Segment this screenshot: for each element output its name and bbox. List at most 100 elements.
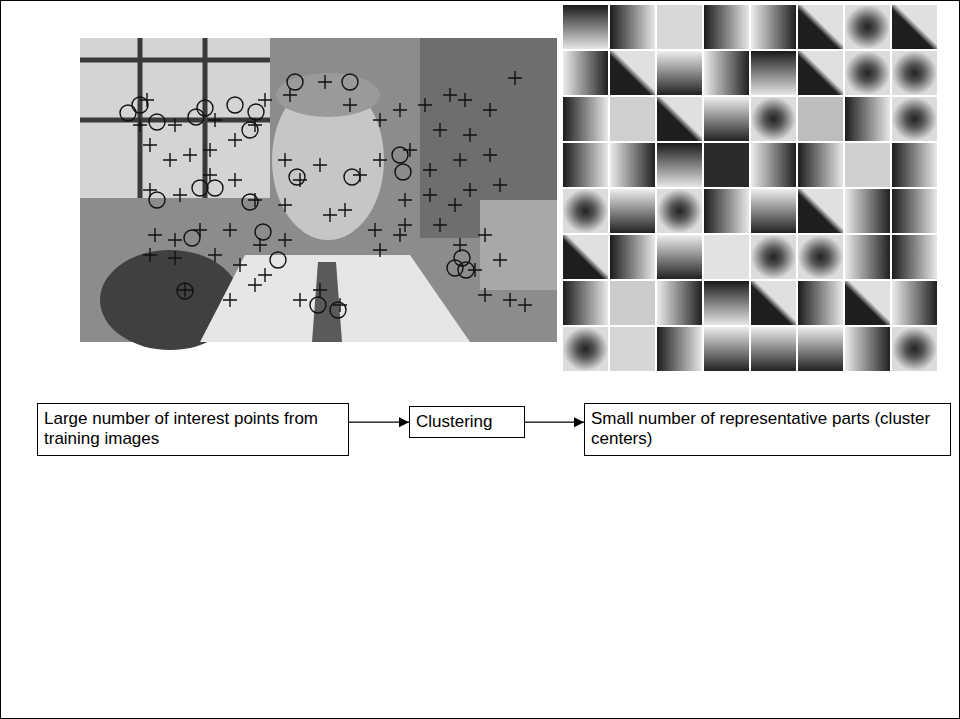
image-patch bbox=[892, 143, 937, 187]
process-box: Large number of interest points from tra… bbox=[37, 403, 349, 456]
image-patch bbox=[845, 235, 890, 279]
interest-point-circle bbox=[149, 192, 165, 208]
image-patch bbox=[751, 327, 796, 371]
image-patch bbox=[563, 235, 608, 279]
interest-point-circle bbox=[344, 169, 360, 185]
interest-point-circle bbox=[188, 109, 204, 125]
image-patch bbox=[657, 5, 702, 49]
image-patch bbox=[704, 327, 749, 371]
interest-point-circle bbox=[184, 230, 200, 246]
image-patch bbox=[610, 143, 655, 187]
image-patch bbox=[610, 51, 655, 95]
image-patch bbox=[798, 327, 843, 371]
image-patch bbox=[751, 235, 796, 279]
image-patch bbox=[563, 97, 608, 141]
image-patch bbox=[845, 281, 890, 325]
image-patch bbox=[610, 281, 655, 325]
monitor bbox=[480, 200, 557, 290]
image-patch bbox=[704, 189, 749, 233]
image-patch bbox=[563, 51, 608, 95]
interest-point-circle bbox=[395, 164, 411, 180]
image-patch bbox=[751, 143, 796, 187]
image-patch bbox=[798, 281, 843, 325]
image-patch bbox=[563, 5, 608, 49]
image-patch bbox=[845, 327, 890, 371]
interest-point-circle bbox=[255, 224, 271, 240]
image-patch bbox=[704, 143, 749, 187]
interest-point-circle bbox=[132, 97, 148, 113]
image-patch bbox=[845, 5, 890, 49]
image-patch bbox=[704, 235, 749, 279]
image-patch bbox=[798, 97, 843, 141]
image-patch bbox=[751, 281, 796, 325]
image-patch bbox=[657, 327, 702, 371]
process-box: Clustering bbox=[409, 406, 525, 438]
arrow-head bbox=[574, 417, 584, 427]
interest-point-circle bbox=[197, 100, 213, 116]
interest-point-circle bbox=[270, 252, 286, 268]
interest-point-circle bbox=[242, 122, 258, 138]
image-patch bbox=[751, 51, 796, 95]
patch-grid bbox=[563, 5, 937, 371]
image-patch bbox=[892, 51, 937, 95]
image-patch bbox=[892, 327, 937, 371]
interest-point-circle bbox=[392, 147, 408, 163]
image-patch bbox=[657, 281, 702, 325]
image-patch bbox=[798, 189, 843, 233]
box-label: Large number of interest points from tra… bbox=[44, 409, 342, 450]
interest-point-circle bbox=[248, 104, 264, 120]
image-patch bbox=[657, 235, 702, 279]
image-patch bbox=[610, 97, 655, 141]
box-label: Small number of representative parts (cl… bbox=[591, 409, 944, 450]
image-patch bbox=[845, 51, 890, 95]
interest-point-circle bbox=[227, 97, 243, 113]
interest-point-circle bbox=[192, 180, 208, 196]
image-patch bbox=[657, 51, 702, 95]
image-patch bbox=[751, 189, 796, 233]
interest-point-circle bbox=[177, 283, 193, 299]
interest-point-circle bbox=[458, 262, 474, 278]
image-patch bbox=[892, 281, 937, 325]
image-patch bbox=[704, 97, 749, 141]
image-patch bbox=[610, 5, 655, 49]
image-patch bbox=[845, 143, 890, 187]
interest-point-circle bbox=[342, 74, 358, 90]
interest-point-circle bbox=[242, 194, 258, 210]
image-patch bbox=[798, 51, 843, 95]
image-patch bbox=[751, 5, 796, 49]
image-patch bbox=[798, 143, 843, 187]
interest-point-circle bbox=[447, 260, 463, 276]
interest-point-circle bbox=[149, 114, 165, 130]
interest-point-crosses bbox=[133, 71, 532, 312]
image-patch bbox=[657, 97, 702, 141]
interest-point-circle bbox=[207, 180, 223, 196]
image-patch bbox=[563, 143, 608, 187]
image-patch bbox=[892, 189, 937, 233]
image-patch bbox=[845, 189, 890, 233]
image-patch bbox=[892, 5, 937, 49]
interest-point-circle bbox=[120, 105, 136, 121]
image-patch bbox=[845, 97, 890, 141]
image-patch bbox=[610, 235, 655, 279]
image-patch bbox=[657, 189, 702, 233]
interest-point-circle bbox=[310, 297, 326, 313]
image-patch bbox=[563, 327, 608, 371]
box-label: Clustering bbox=[416, 412, 518, 432]
interest-point-circle bbox=[287, 74, 303, 90]
interest-point-circle bbox=[330, 302, 346, 318]
image-patch bbox=[657, 143, 702, 187]
image-patch bbox=[892, 97, 937, 141]
image-patch bbox=[704, 51, 749, 95]
image-patch bbox=[892, 235, 937, 279]
image-patch bbox=[751, 97, 796, 141]
image-patch bbox=[798, 235, 843, 279]
image-patch bbox=[704, 281, 749, 325]
image-patch bbox=[610, 327, 655, 371]
arrow-head bbox=[399, 417, 409, 427]
interest-point-circle bbox=[289, 169, 305, 185]
image-patch bbox=[798, 5, 843, 49]
image-patch bbox=[704, 5, 749, 49]
